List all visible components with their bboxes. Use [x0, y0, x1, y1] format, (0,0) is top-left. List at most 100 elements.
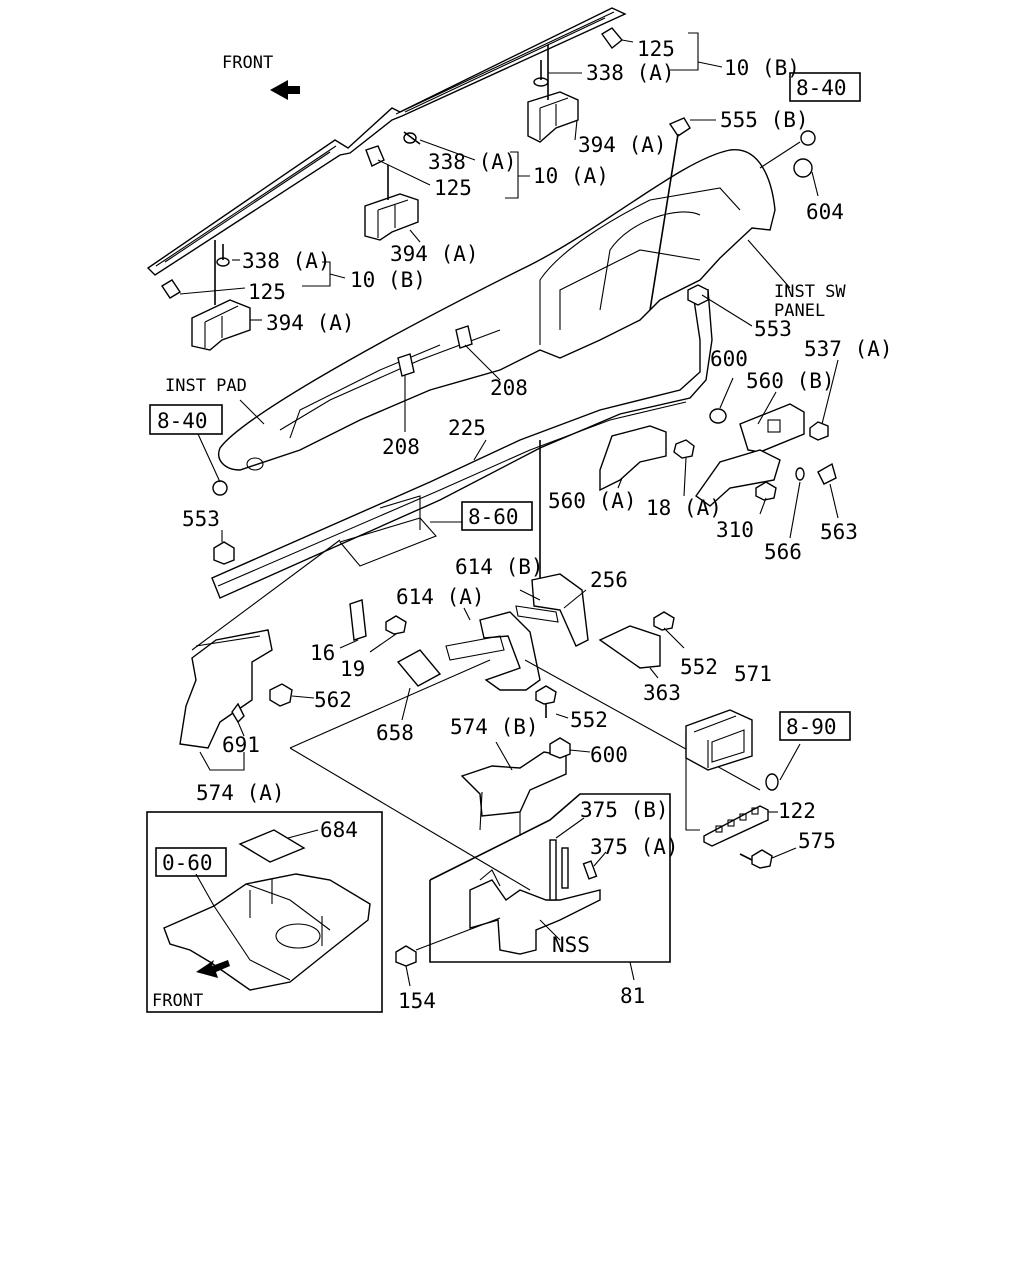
screw-338a-top — [533, 60, 549, 87]
dash-bracket-208-left — [397, 353, 415, 377]
callout-560b: 560 (B) — [746, 369, 835, 393]
nut-154 — [395, 945, 417, 967]
callout-553-right: 553 — [754, 317, 792, 341]
ref-box-8-40-left[interactable]: 8-40 — [149, 404, 223, 435]
callout-122: 122 — [778, 799, 816, 823]
screw-575 — [739, 849, 773, 869]
callout-208-left: 208 — [382, 435, 420, 459]
callout-125-low: 125 — [248, 280, 286, 304]
washer-566 — [795, 467, 805, 481]
nut-600-center — [549, 737, 571, 759]
nut-553-left — [213, 541, 235, 565]
callout-560a: 560 (A) — [548, 489, 637, 513]
callout-574b: 574 (B) — [450, 715, 539, 739]
callout-537a: 537 (A) — [804, 337, 893, 361]
bolt-310 — [755, 481, 777, 501]
pad-684 — [238, 829, 306, 863]
callout-552-center: 552 — [570, 708, 608, 732]
screw-338a-mid — [403, 131, 421, 145]
label-nss: NSS — [552, 933, 590, 957]
callout-310: 310 — [716, 518, 754, 542]
front-label-top: FRONT — [222, 53, 273, 73]
callout-338a-mid: 338 (A) — [428, 150, 517, 174]
callout-10a: 10 (A) — [533, 164, 609, 188]
label-inst-pad: INST PAD — [165, 376, 247, 396]
bolt-18a — [673, 439, 695, 459]
switch-panel-122 — [703, 805, 769, 847]
callout-394a-low: 394 (A) — [266, 311, 355, 335]
callout-684: 684 — [320, 818, 358, 842]
callout-604: 604 — [806, 200, 844, 224]
bracket-560b — [739, 403, 805, 453]
callout-125-mid: 125 — [434, 176, 472, 200]
callout-338a-low: 338 (A) — [242, 249, 331, 273]
callout-394a-top: 394 (A) — [578, 133, 667, 157]
callout-566: 566 — [764, 540, 802, 564]
callout-81: 81 — [620, 984, 645, 1008]
callout-614b: 614 (B) — [455, 555, 544, 579]
callout-575: 575 — [798, 829, 836, 853]
ref-box-8-90[interactable]: 8-90 — [779, 711, 851, 741]
bolt-19 — [385, 615, 407, 635]
callout-555b: 555 (B) — [720, 108, 809, 132]
callout-375b: 375 (B) — [580, 798, 669, 822]
bracket-363 — [598, 625, 661, 669]
callout-363: 363 — [643, 681, 681, 705]
ref-box-0-60[interactable]: 0-60 — [155, 847, 227, 877]
nut-600-right — [709, 408, 727, 424]
callout-600-right: 600 — [710, 347, 748, 371]
clip-394a-top — [527, 91, 579, 143]
bracket-310-assembly — [695, 449, 781, 507]
ref-box-8-60[interactable]: 8-60 — [461, 501, 533, 531]
callout-16: 16 — [310, 641, 335, 665]
bracket-614a — [445, 611, 541, 691]
front-arrow-inset-icon — [196, 960, 230, 978]
label-inst-sw: INST SW — [774, 282, 846, 302]
clip-394a-low — [191, 299, 251, 351]
grommet-inst-pad-left — [212, 480, 228, 496]
ref-0-60-text: 0-60 — [162, 851, 213, 875]
dash-bracket-208-right — [455, 325, 473, 349]
callout-691: 691 — [222, 733, 260, 757]
inset-floor-box — [146, 811, 383, 1013]
callout-571: 571 — [734, 662, 772, 686]
bracket-16 — [349, 599, 367, 641]
callout-208-right: 208 — [490, 376, 528, 400]
callout-125-top: 125 — [637, 37, 675, 61]
callout-562: 562 — [314, 688, 352, 712]
ref-box-8-40-top[interactable]: 8-40 — [789, 72, 861, 102]
callout-553-left: 553 — [182, 507, 220, 531]
bolt-555b — [649, 117, 691, 311]
bracket-614b — [515, 573, 589, 647]
clip-563 — [817, 462, 837, 485]
ref-8-40-left-text: 8-40 — [157, 409, 208, 433]
screw-338a-low — [216, 244, 230, 267]
bracket-nss — [469, 869, 601, 955]
pocket-571 — [685, 709, 753, 771]
ref-8-90-text: 8-90 — [786, 715, 837, 739]
instrument-panel-pad — [218, 149, 776, 471]
callout-375a: 375 (A) — [590, 835, 679, 859]
ref-8-40-top-text: 8-40 — [796, 76, 847, 100]
ref-8-60-text: 8-60 — [468, 505, 519, 529]
clip-691 — [231, 702, 245, 724]
bracket-560a — [599, 425, 667, 492]
callout-225: 225 — [448, 416, 486, 440]
rod-375b — [549, 839, 569, 901]
windshield-trim-strip — [146, 7, 627, 276]
callout-574a: 574 (A) — [196, 781, 285, 805]
bolt-552-right — [653, 611, 675, 631]
callout-18a: 18 (A) — [646, 496, 722, 520]
callout-600-center: 600 — [590, 743, 628, 767]
screw-8-90 — [765, 773, 779, 791]
callout-19: 19 — [340, 657, 365, 681]
grommet-604 — [793, 130, 816, 178]
callout-552-right: 552 — [680, 655, 718, 679]
nut-537a — [809, 421, 829, 441]
callout-10b-low: 10 (B) — [350, 268, 426, 292]
callout-154: 154 — [398, 989, 436, 1013]
callout-394a-mid: 394 (A) — [390, 242, 479, 266]
callout-658: 658 — [376, 721, 414, 745]
callout-256: 256 — [590, 568, 628, 592]
